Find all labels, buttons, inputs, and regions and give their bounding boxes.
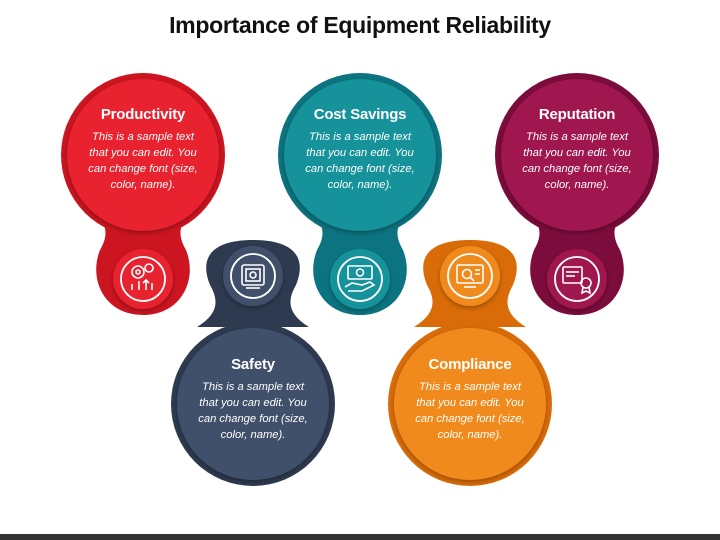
card-safety: Safety This is a sample text that you ca… — [193, 356, 313, 443]
card-heading: Productivity — [100, 106, 186, 123]
reputation-shape — [495, 73, 659, 315]
card-body: This is a sample text that you can edit.… — [305, 131, 415, 191]
safety-machine-icon — [241, 264, 265, 289]
hand-money-icon — [344, 265, 376, 292]
card-heading: Cost Savings — [313, 106, 407, 123]
card-body: This is a sample text that you can edit.… — [198, 381, 308, 441]
productivity-shape — [61, 73, 225, 315]
card-heading: Reputation — [538, 106, 616, 123]
bottom-bar — [0, 534, 720, 540]
card-heading: Safety — [231, 356, 275, 373]
cost-savings-shape — [278, 73, 442, 315]
certificate-gauge-icon — [562, 266, 592, 295]
card-productivity: Productivity This is a sample text that … — [83, 106, 203, 193]
safety-shape — [171, 240, 335, 486]
card-body: This is a sample text that you can edit.… — [415, 381, 525, 441]
card-reputation: Reputation This is a sample text that yo… — [517, 106, 637, 193]
page-title: Importance of Equipment Reliability — [169, 12, 551, 38]
compliance-screen-icon — [456, 264, 484, 288]
card-body: This is a sample text that you can edit.… — [88, 131, 198, 191]
card-body: This is a sample text that you can edit.… — [522, 131, 632, 191]
card-cost-savings: Cost Savings This is a sample text that … — [300, 106, 420, 193]
compliance-shape — [388, 240, 552, 486]
card-compliance: Compliance This is a sample text that yo… — [410, 356, 530, 443]
productivity-gears-icon — [131, 263, 154, 290]
card-heading: Compliance — [428, 356, 512, 373]
